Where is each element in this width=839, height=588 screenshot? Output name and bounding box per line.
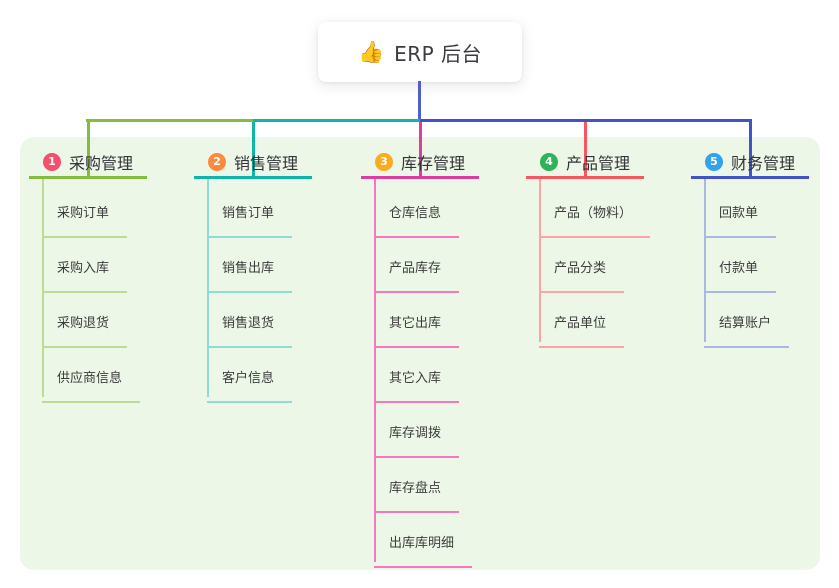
bus-segment-green	[86, 119, 253, 122]
thumbs-up-icon: 👍	[357, 39, 385, 64]
child-node[interactable]: 产品单位	[539, 314, 625, 348]
branch-node-label: 采购管理	[68, 153, 133, 173]
child-node[interactable]: 出库库明细	[374, 534, 473, 568]
child-node[interactable]: 库存调拨	[374, 424, 460, 458]
child-node[interactable]: 销售订单	[207, 204, 293, 238]
child-node[interactable]: 销售出库	[207, 259, 293, 293]
child-node[interactable]: 采购订单	[42, 204, 128, 238]
branch-node-label: 产品管理	[565, 153, 630, 173]
child-node[interactable]: 客户信息	[207, 369, 293, 403]
branch-number-badge: 4	[539, 152, 558, 171]
child-node[interactable]: 产品（物料）	[539, 204, 651, 238]
child-node[interactable]: 回款单	[704, 204, 777, 238]
branch-drop-line	[584, 122, 587, 176]
child-node[interactable]: 其它入库	[374, 369, 460, 403]
branch-drop-line	[749, 122, 752, 176]
branch-node-4[interactable]: 4 产品管理	[526, 147, 644, 179]
branch-drop-line	[419, 122, 422, 176]
child-node[interactable]: 销售退货	[207, 314, 293, 348]
branches-panel	[20, 137, 820, 570]
branch-node-5[interactable]: 5 财务管理	[691, 147, 809, 179]
children-trunk-line	[207, 179, 209, 397]
child-node[interactable]: 采购退货	[42, 314, 128, 348]
branch-number-badge: 1	[42, 152, 61, 171]
branch-number-badge: 5	[704, 152, 723, 171]
child-node[interactable]: 供应商信息	[42, 369, 141, 403]
branch-node-label: 财务管理	[730, 153, 795, 173]
child-node[interactable]: 产品分类	[539, 259, 625, 293]
children-trunk-line	[539, 179, 541, 342]
bus-segment-blue	[420, 119, 752, 122]
child-node[interactable]: 结算账户	[704, 314, 790, 348]
child-node[interactable]: 付款单	[704, 259, 777, 293]
branch-node-2[interactable]: 2 销售管理	[194, 147, 312, 179]
child-node[interactable]: 库存盘点	[374, 479, 460, 513]
branch-node-1[interactable]: 1 采购管理	[29, 147, 147, 179]
child-node[interactable]: 仓库信息	[374, 204, 460, 238]
branch-number-badge: 2	[207, 152, 226, 171]
branch-drop-line	[87, 122, 90, 176]
root-node[interactable]: 👍 ERP 后台	[318, 22, 522, 82]
children-trunk-line	[704, 179, 706, 342]
root-connector-line	[418, 81, 421, 122]
branch-node-label: 销售管理	[233, 153, 298, 173]
bus-segment-teal	[253, 119, 420, 122]
root-node-label: ERP 后台	[394, 41, 483, 66]
branch-node-3[interactable]: 3 库存管理	[361, 147, 479, 179]
child-node[interactable]: 其它出库	[374, 314, 460, 348]
branch-node-label: 库存管理	[400, 153, 465, 173]
child-node[interactable]: 产品库存	[374, 259, 460, 293]
children-trunk-line	[42, 179, 44, 397]
child-node[interactable]: 采购入库	[42, 259, 128, 293]
children-trunk-line	[374, 179, 376, 562]
branch-drop-line	[252, 122, 255, 176]
branch-number-badge: 3	[374, 152, 393, 171]
